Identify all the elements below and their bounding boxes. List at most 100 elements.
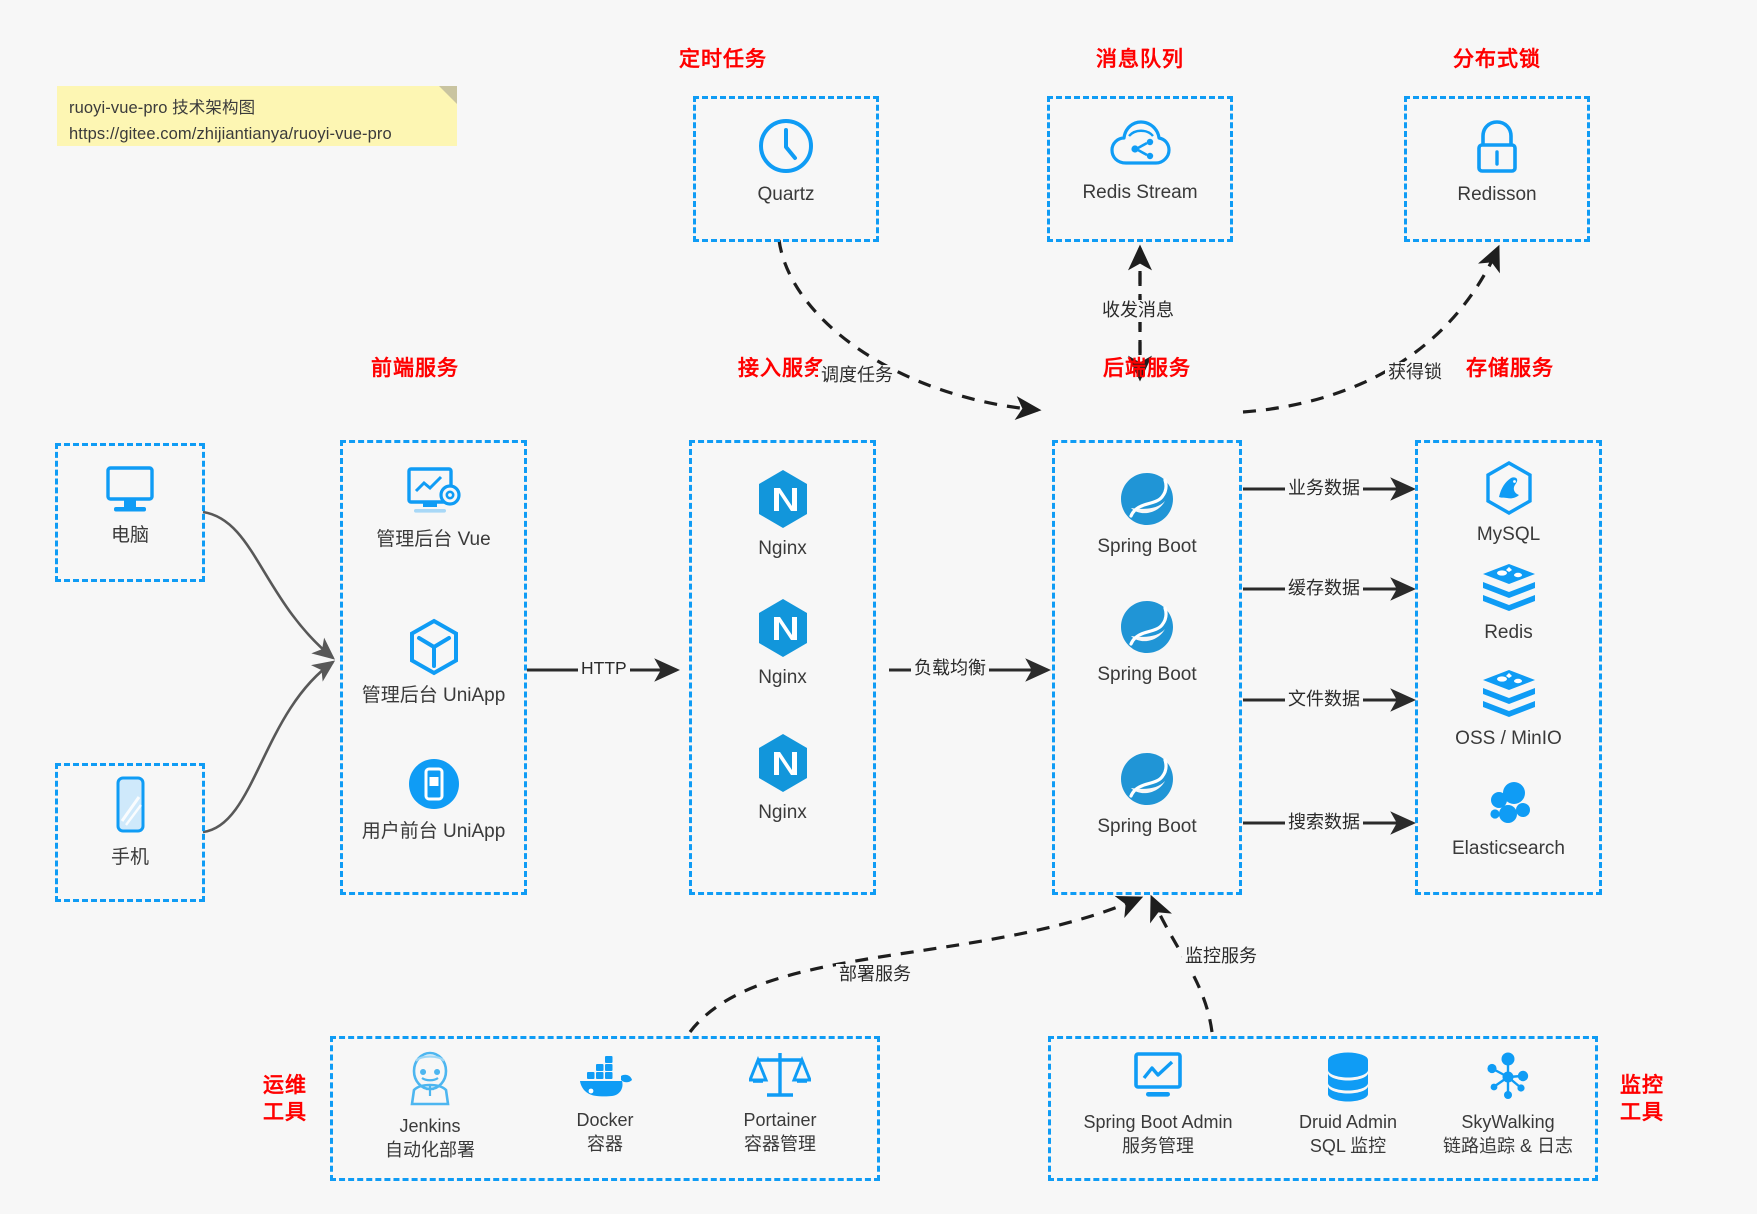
edge-label-monitor-service: 监控服务 [1182, 946, 1260, 968]
edge-label-search-data: 搜索数据 [1285, 812, 1363, 834]
node-label: Spring Boot [1097, 816, 1197, 837]
group-title-monitor-line2: 工具 [1620, 1100, 1664, 1124]
edge-label-business-data: 业务数据 [1285, 478, 1363, 500]
group-box-monitor [1048, 1036, 1598, 1181]
node-label: MySQL [1476, 524, 1541, 545]
node-sublabel: SQL 监控 [1309, 1136, 1387, 1157]
node-label: Jenkins [399, 1116, 461, 1136]
node-sublabel: 容器 [587, 1134, 623, 1155]
node-label: Spring Boot Admin [1083, 1112, 1233, 1132]
group-title-scheduler: 定时任务 [679, 48, 767, 71]
node-label: Spring Boot [1097, 664, 1197, 685]
group-title-backend: 后端服务 [1103, 357, 1191, 380]
node-spring-boot-2[interactable]: Spring Boot [1052, 598, 1242, 687]
node-sublabel: 自动化部署 [385, 1140, 475, 1161]
group-box-client-desktop [55, 443, 205, 582]
group-box-backend [1052, 440, 1242, 895]
node-mobile[interactable]: 手机 [55, 775, 205, 870]
node-label: Druid Admin [1298, 1112, 1398, 1132]
note-fold-icon [439, 86, 457, 104]
node-redisson[interactable]: Redisson [1404, 118, 1590, 207]
node-jenkins[interactable]: Jenkins 自动化部署 [340, 1050, 520, 1162]
diagram-note: ruoyi-vue-pro 技术架构图 https://gitee.com/zh… [57, 86, 457, 146]
scales-icon [747, 1048, 813, 1102]
node-elasticsearch[interactable]: Elasticsearch [1415, 778, 1602, 861]
node-label: 电脑 [110, 525, 149, 546]
group-title-devops-line1: 运维 [263, 1074, 307, 1097]
node-oss-minio[interactable]: OSS / MinIO [1415, 668, 1602, 751]
group-box-client-mobile [55, 763, 205, 902]
node-sublabel: 服务管理 [1122, 1136, 1194, 1157]
group-title-devops: 运维 工具 [255, 1073, 315, 1127]
node-label: Nginx [758, 667, 807, 688]
group-title-monitor-line1: 监控 [1620, 1074, 1664, 1097]
redis-icon [1480, 562, 1538, 614]
group-box-scheduler [693, 96, 879, 242]
group-title-mq: 消息队列 [1096, 48, 1184, 71]
node-nginx-3[interactable]: Nginx [689, 732, 876, 825]
mobile-icon [108, 775, 152, 839]
group-title-storage: 存储服务 [1466, 357, 1554, 380]
edge-label-http: HTTP [578, 658, 630, 679]
node-label: SkyWalking [1461, 1112, 1555, 1132]
desktop-icon [101, 463, 159, 517]
node-desktop[interactable]: 电脑 [55, 463, 205, 548]
node-label: Redis [1484, 622, 1533, 643]
database-icon [1322, 1050, 1374, 1104]
node-quartz[interactable]: Quartz [693, 116, 879, 207]
node-spring-boot-3[interactable]: Spring Boot [1052, 750, 1242, 839]
node-nginx-2[interactable]: Nginx [689, 597, 876, 690]
node-label: 管理后台 Vue [376, 529, 491, 550]
edge-label-acquire-lock: 获得锁 [1385, 362, 1445, 384]
nginx-icon [755, 732, 811, 794]
node-label: Spring Boot [1097, 536, 1197, 557]
group-box-devops [330, 1036, 880, 1181]
node-skywalking[interactable]: SkyWalking 链路追踪 & 日志 [1418, 1050, 1598, 1158]
node-admin-uniapp[interactable]: 管理后台 UniApp [340, 617, 527, 708]
node-redis[interactable]: Redis [1415, 562, 1602, 645]
edge-label-load-balance: 负载均衡 [911, 658, 989, 680]
node-spring-boot-admin[interactable]: Spring Boot Admin 服务管理 [1058, 1050, 1258, 1158]
edge-label-send-receive-message: 收发消息 [1099, 300, 1177, 322]
node-label: Nginx [758, 538, 807, 559]
node-user-uniapp[interactable]: 用户前台 UniApp [340, 755, 527, 844]
dashboard-icon [403, 465, 465, 521]
node-nginx-1[interactable]: Nginx [689, 468, 876, 561]
node-label: Redisson [1457, 184, 1537, 205]
group-title-gateway: 接入服务 [738, 357, 826, 380]
edge-label-schedule-task: 调度任务 [818, 365, 896, 387]
node-druid-admin[interactable]: Druid Admin SQL 监控 [1258, 1050, 1438, 1158]
jenkins-icon [402, 1050, 458, 1108]
node-spring-boot-1[interactable]: Spring Boot [1052, 470, 1242, 559]
lock-icon [1470, 118, 1524, 176]
node-sublabel: 容器管理 [744, 1134, 816, 1155]
nginx-icon [755, 597, 811, 659]
group-box-mq [1047, 96, 1233, 242]
app-icon [405, 755, 463, 813]
node-portainer[interactable]: Portainer 容器管理 [690, 1048, 870, 1156]
node-label: Docker [576, 1110, 634, 1130]
note-line-1: ruoyi-vue-pro 技术架构图 [69, 99, 256, 117]
node-label: Quartz [757, 184, 815, 205]
group-title-lock: 分布式锁 [1453, 48, 1541, 71]
mysql-icon [1483, 460, 1535, 516]
node-sublabel: 链路追踪 & 日志 [1442, 1136, 1573, 1157]
group-title-devops-line2: 工具 [263, 1100, 307, 1124]
skywalking-icon [1480, 1050, 1536, 1104]
node-redis-stream[interactable]: Redis Stream [1047, 118, 1233, 205]
edge-label-cache-data: 缓存数据 [1285, 578, 1363, 600]
spring-icon [1118, 750, 1176, 808]
node-label: Elasticsearch [1452, 838, 1565, 859]
node-label: 管理后台 UniApp [361, 685, 506, 706]
elasticsearch-icon [1481, 778, 1537, 830]
node-label: Redis Stream [1082, 182, 1198, 203]
edge-label-file-data: 文件数据 [1285, 689, 1363, 711]
node-admin-vue[interactable]: 管理后台 Vue [340, 465, 527, 552]
group-box-gateway [689, 440, 876, 895]
docker-icon [574, 1050, 636, 1102]
node-docker[interactable]: Docker 容器 [515, 1050, 695, 1156]
note-line-2: https://gitee.com/zhijiantianya/ruoyi-vu… [69, 125, 392, 144]
node-label: Nginx [758, 802, 807, 823]
node-mysql[interactable]: MySQL [1415, 460, 1602, 547]
